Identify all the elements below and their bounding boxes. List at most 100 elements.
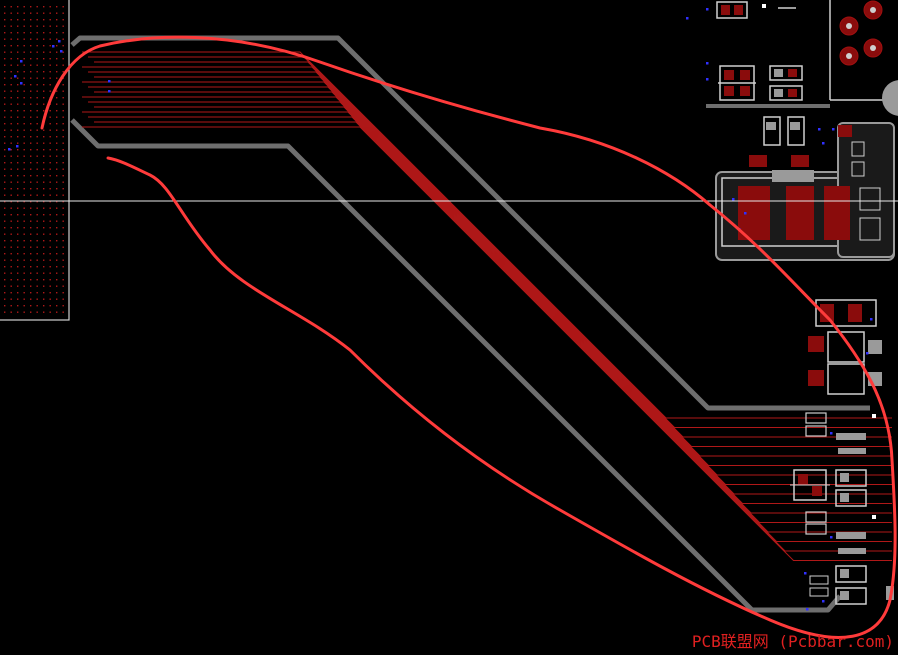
bga-ball xyxy=(17,311,19,313)
bga-ball xyxy=(56,32,58,34)
bga-ball xyxy=(23,136,25,138)
watermark-text: PCB联盟网 (Pcbbar.com) xyxy=(691,632,894,651)
bga-ball xyxy=(62,129,64,131)
bga-ball xyxy=(10,220,12,222)
bga-ball xyxy=(56,272,58,274)
bga-ball xyxy=(30,136,32,138)
bga-ball xyxy=(23,103,25,105)
bga-ball xyxy=(30,201,32,203)
bga-ball xyxy=(36,149,38,151)
bga-ball xyxy=(62,292,64,294)
bga-ball xyxy=(49,233,51,235)
bga-ball xyxy=(36,129,38,131)
bga-ball xyxy=(49,292,51,294)
bga-ball xyxy=(36,272,38,274)
bga-ball xyxy=(17,6,19,8)
bga-ball xyxy=(30,97,32,99)
bga-ball xyxy=(49,129,51,131)
bga-ball xyxy=(23,292,25,294)
bga-ball xyxy=(30,84,32,86)
bga-ball xyxy=(4,136,6,138)
bga-ball xyxy=(4,129,6,131)
bga-ball xyxy=(17,71,19,73)
bga-ball xyxy=(23,110,25,112)
bga-ball xyxy=(36,285,38,287)
bga-ball xyxy=(56,103,58,105)
via xyxy=(744,212,747,215)
bga-ball xyxy=(36,142,38,144)
bga-ball xyxy=(17,97,19,99)
bga-ball xyxy=(23,305,25,307)
bga-ball xyxy=(56,233,58,235)
bga-ball xyxy=(30,12,32,14)
component-cluster-top xyxy=(716,1,796,19)
bga-ball xyxy=(36,25,38,27)
bga-ball xyxy=(17,25,19,27)
bga-ball xyxy=(43,71,45,73)
bga-ball xyxy=(30,194,32,196)
bga-ball xyxy=(62,116,64,118)
bga-ball xyxy=(43,220,45,222)
bga-ball xyxy=(4,84,6,86)
bga-ball xyxy=(49,214,51,216)
bga-ball xyxy=(23,19,25,21)
bga-ball xyxy=(49,149,51,151)
bga-ball xyxy=(49,181,51,183)
bga-ball xyxy=(56,220,58,222)
bga-ball xyxy=(49,305,51,307)
bga-ball xyxy=(49,279,51,281)
bga-ball xyxy=(36,181,38,183)
bga-ball xyxy=(56,240,58,242)
bga-ball xyxy=(10,162,12,164)
bga-ball xyxy=(43,6,45,8)
bga-ball xyxy=(10,32,12,34)
bga-ball xyxy=(30,305,32,307)
bga-ball xyxy=(49,19,51,21)
bga-ball xyxy=(17,214,19,216)
bga-ball xyxy=(56,142,58,144)
bga-ball xyxy=(10,71,12,73)
bga-ball xyxy=(56,155,58,157)
bga-ball xyxy=(10,207,12,209)
bga-ball xyxy=(43,12,45,14)
bga-ball xyxy=(62,110,64,112)
bga-ball xyxy=(49,38,51,40)
bga-ball xyxy=(43,292,45,294)
bga-ball xyxy=(43,207,45,209)
bga-ball xyxy=(23,207,25,209)
bga-ball xyxy=(56,38,58,40)
bga-ball xyxy=(10,12,12,14)
signal-trace xyxy=(82,96,892,504)
bga-ball xyxy=(23,227,25,229)
bga-ball xyxy=(23,214,25,216)
bga-ball xyxy=(56,58,58,60)
signal-trace xyxy=(88,116,892,542)
bga-ball xyxy=(23,162,25,164)
bga-ball xyxy=(17,201,19,203)
bga-ball xyxy=(49,51,51,53)
bga-ball xyxy=(10,6,12,8)
bga-ball xyxy=(4,188,6,190)
bga-ball xyxy=(17,305,19,307)
bga-ball xyxy=(56,266,58,268)
bga-ball xyxy=(30,149,32,151)
bga-ball xyxy=(30,311,32,313)
bga-ball xyxy=(23,194,25,196)
bga-ball xyxy=(4,155,6,157)
bga-ball xyxy=(62,214,64,216)
bga-ball xyxy=(4,162,6,164)
bga-ball xyxy=(62,285,64,287)
bga-ball xyxy=(62,32,64,34)
bga-ball xyxy=(30,240,32,242)
bga-ball xyxy=(36,266,38,268)
bga-ball xyxy=(23,116,25,118)
bga-ball xyxy=(4,220,6,222)
bga-ball xyxy=(23,311,25,313)
bga-ball xyxy=(30,233,32,235)
via xyxy=(806,608,809,611)
bga-ball xyxy=(30,266,32,268)
bga-ball xyxy=(30,175,32,177)
bga-ball xyxy=(17,84,19,86)
bga-ball xyxy=(10,77,12,79)
